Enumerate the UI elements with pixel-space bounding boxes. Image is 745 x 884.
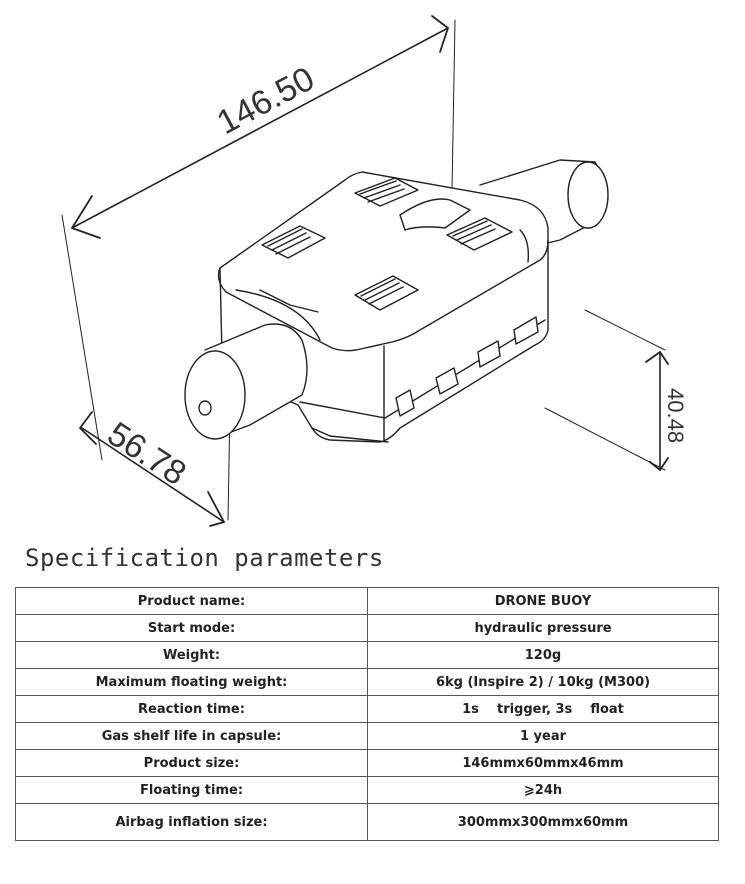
- spec-row: Gas shelf life in capsule:1 year: [15, 722, 719, 750]
- spec-value: hydraulic pressure: [367, 614, 719, 642]
- dim-height-label: 40.48: [663, 388, 688, 443]
- spec-row: Reaction time:1s trigger, 3s float: [15, 695, 719, 723]
- top-slot-4: [354, 275, 419, 311]
- dim-width-label: 56.78: [101, 415, 193, 493]
- spec-value: 300mmx300mmx60mm: [367, 803, 719, 841]
- top-slot-1: [354, 177, 419, 207]
- spec-label: Product size:: [15, 749, 368, 777]
- spec-row: Start mode:hydraulic pressure: [15, 614, 719, 642]
- spec-label: Maximum floating weight:: [15, 668, 368, 696]
- spec-row: Airbag inflation size:300mmx300mmx60mm: [15, 803, 719, 841]
- spec-label: Airbag inflation size:: [15, 803, 368, 841]
- spec-label: Start mode:: [15, 614, 368, 642]
- dim-line-length: [71, 27, 449, 229]
- spec-value: ⩾24h: [367, 776, 719, 804]
- spec-row: Floating time:⩾24h: [15, 776, 719, 804]
- top-slot-2: [261, 225, 326, 259]
- spec-label: Product name:: [15, 587, 368, 615]
- spec-label: Gas shelf life in capsule:: [15, 722, 368, 750]
- top-slot-3: [446, 217, 513, 251]
- spec-label: Reaction time:: [15, 695, 368, 723]
- product-technical-drawing: 146.50 56.78 40.48: [61, 15, 688, 527]
- left-cylinder: [184, 323, 308, 440]
- dim-length-label: 146.50: [211, 60, 321, 142]
- spec-row: Maximum floating weight:6kg (Inspire 2) …: [15, 668, 719, 696]
- side-clips: [395, 316, 539, 417]
- spec-value: 146mmx60mmx46mm: [367, 749, 719, 777]
- spec-row: Weight:120g: [15, 641, 719, 669]
- spec-row: Product size:146mmx60mmx46mm: [15, 749, 719, 777]
- spec-value: 120g: [367, 641, 719, 669]
- spec-label: Floating time:: [15, 776, 368, 804]
- spec-value: 1s trigger, 3s float: [367, 695, 719, 723]
- spec-value: 6kg (Inspire 2) / 10kg (M300): [367, 668, 719, 696]
- spec-value: 1 year: [367, 722, 719, 750]
- spec-label: Weight:: [15, 641, 368, 669]
- spec-title: Specification parameters: [25, 544, 384, 572]
- dim-line-width: [81, 427, 225, 523]
- spec-row: Product name:DRONE BUOY: [15, 587, 719, 615]
- spec-value: DRONE BUOY: [367, 587, 719, 615]
